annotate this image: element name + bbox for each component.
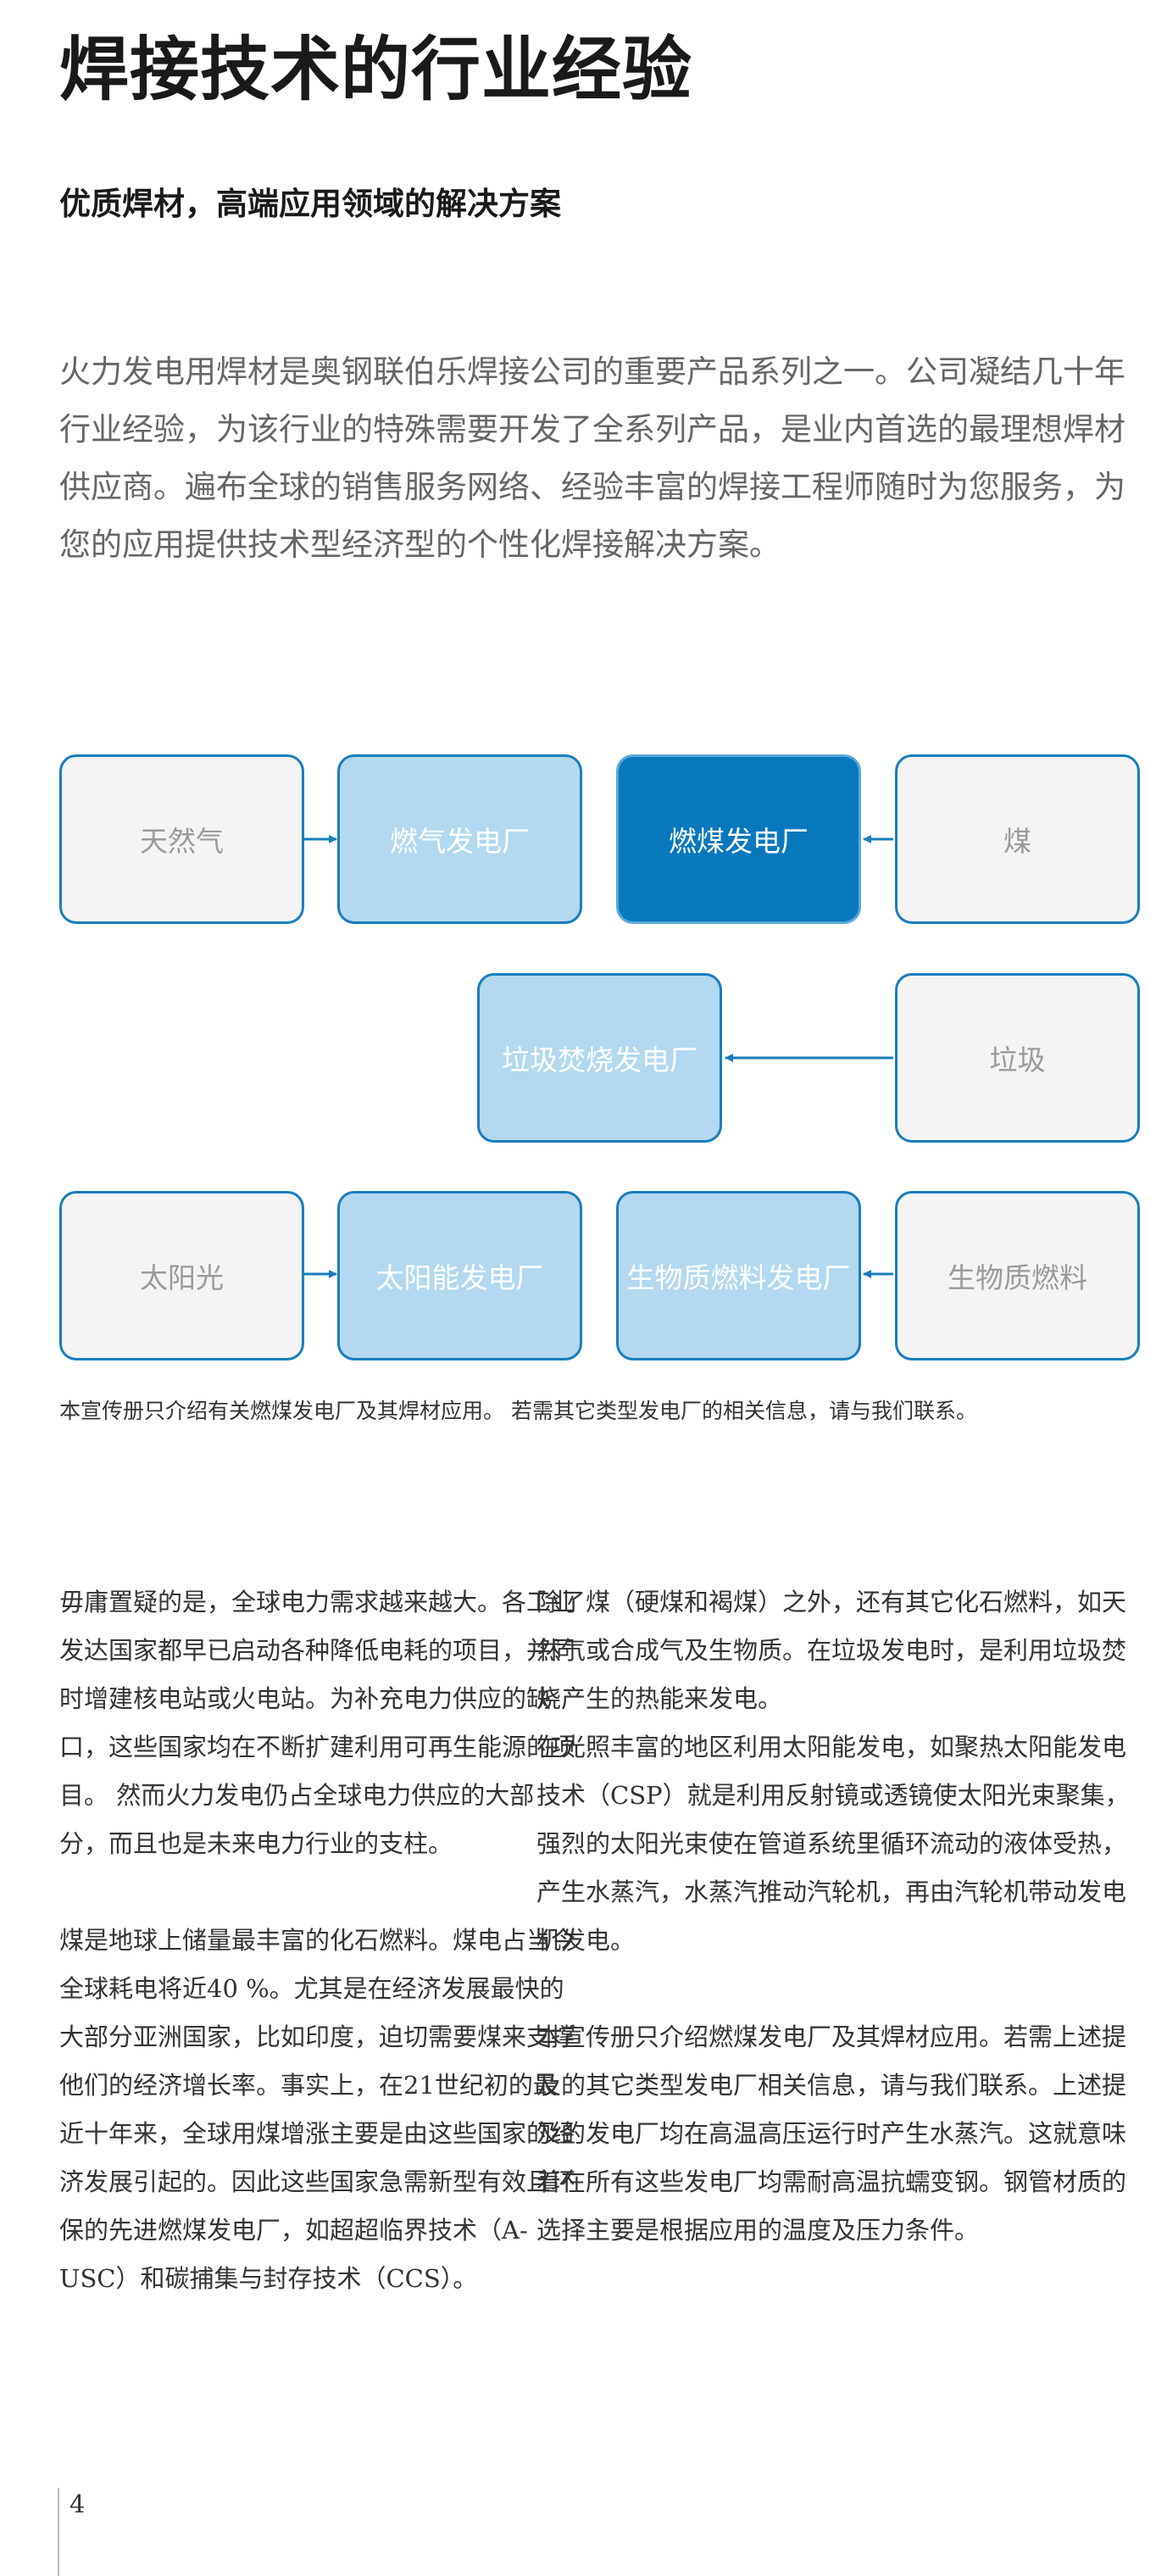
right-paragraph-2: 在光照丰富的地区利用太阳能发电，如聚热太阳能发电技术（CSP）就是利用反射镜或透… bbox=[536, 1733, 1130, 1955]
source-coal: 煤 bbox=[895, 754, 1140, 924]
page-number-rule bbox=[58, 2488, 59, 2576]
left-paragraph-2: 煤是地球上储量最丰富的化石燃料。煤电占当今全球耗电将近40 %。尤其是在经济发展… bbox=[59, 1926, 576, 2293]
plant-solar: 太阳能发电厂 bbox=[337, 1191, 582, 1360]
plant-biomass: 生物质燃料发电厂 bbox=[616, 1191, 861, 1360]
source-biomass: 生物质燃料 bbox=[895, 1191, 1140, 1360]
intro-paragraph: 火力发电用焊材是奥钢联伯乐焊接公司的重要产品系列之一。公司凝结几十年行业经验，为… bbox=[59, 353, 1125, 563]
page-subtitle: 优质焊材，高端应用领域的解决方案 bbox=[59, 186, 561, 222]
plant-coal: 燃煤发电厂 bbox=[616, 754, 861, 924]
source-waste: 垃圾 bbox=[895, 973, 1140, 1143]
right-column: 除了煤（硬煤和褐煤）之外，还有其它化石燃料，如天然气或合成气及生物质。在垃圾发电… bbox=[536, 1578, 1140, 2255]
left-column: 毋庸置疑的是，全球电力需求越来越大。各工业发达国家都早已启动各种降低电耗的项目，… bbox=[59, 1578, 576, 2303]
right-paragraph-3: 本宣传册只介绍燃煤发电厂及其焊材应用。若需上述提及的其它类型发电厂相关信息，请与… bbox=[536, 2022, 1127, 2245]
plant-waste: 垃圾焚烧发电厂 bbox=[477, 973, 722, 1143]
page-title: 焊接技术的行业经验 bbox=[59, 30, 693, 110]
left-paragraph-1: 毋庸置疑的是，全球电力需求越来越大。各工业发达国家都早已启动各种降低电耗的项目，… bbox=[59, 1588, 576, 1858]
right-paragraph-1: 除了煤（硬煤和褐煤）之外，还有其它化石燃料，如天然气或合成气及生物质。在垃圾发电… bbox=[536, 1588, 1127, 1713]
source-sunlight: 太阳光 bbox=[59, 1191, 304, 1360]
page-number: 4 bbox=[69, 2490, 86, 2518]
source-natural-gas: 天然气 bbox=[59, 754, 304, 924]
diagram-caption: 本宣传册只介绍有关燃煤发电厂及其焊材应用。 若需其它类型发电厂的相关信息，请与我… bbox=[59, 1399, 977, 1423]
plant-gas: 燃气发电厂 bbox=[337, 754, 582, 924]
